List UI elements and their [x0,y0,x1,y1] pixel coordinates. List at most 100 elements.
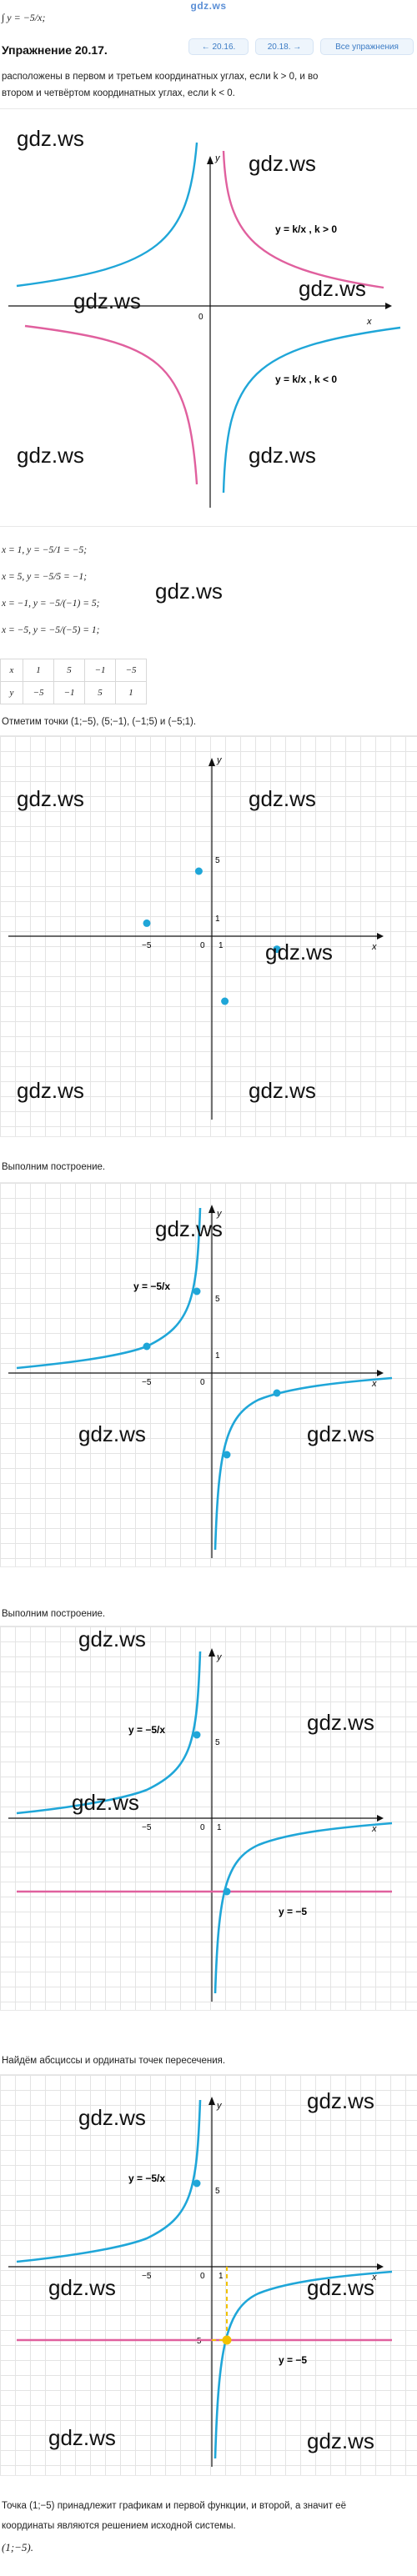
table-cell: 1 [115,681,147,704]
y-axis-arrow-icon [208,758,215,766]
watermark: gdz.ws [155,579,223,604]
watermark: gdz.ws [249,1078,316,1103]
watermark: gdz.ws [48,2275,116,2300]
table-cell: 5 [84,681,116,704]
x-axis-arrow-icon [377,1370,384,1376]
hyperbola-general-svg: x y 0 y = k/x , k > 0 y = k/x , k < 0 [8,142,401,508]
intro-line-2: втором и четвёртом координатных углах, е… [2,88,235,98]
next-exercise-button[interactable]: 20.18. → [255,38,314,55]
watermark: gdz.ws [17,786,84,811]
origin-label: 0 [200,941,205,950]
intersections-text: Найдём абсциссы и ординаты точек пересеч… [2,2056,226,2066]
watermark: gdz.ws [307,1710,374,1735]
hyperbola-branch-right [214,1376,393,1551]
answer: (1;−5). [2,2541,34,2553]
hyperbola-graph: x y −5 0 5 1 y = −5/x gdz.ws gdz.ws gdz.… [0,1182,417,1567]
hyperbola-branch-right [214,1822,393,1994]
curve-kpos-q3 [24,324,198,485]
site-logo[interactable]: gdz.ws [190,0,227,12]
axis-y-label: y [216,1209,223,1219]
curve-kneg-q2 [16,142,198,288]
tick-x-1: 1 [219,2272,224,2281]
calc-line-3: x = −1, y = −5/(−1) = 5; [2,599,100,609]
hyperbola-general-graph: x y 0 y = k/x , k > 0 y = k/x , k < 0 gd… [0,108,417,527]
point-marker [223,1451,231,1459]
point-marker [143,1342,151,1351]
intro-line-1: расположены в первом и третьем координат… [2,72,319,82]
tick-y-5: 5 [215,1738,220,1747]
values-table: x 1 5 −1 −5 y −5 −1 5 1 [0,659,147,704]
tick-y-5: 5 [215,856,220,865]
point-marker [221,997,229,1005]
x-axis-arrow-icon [377,933,384,940]
y-axis-arrow-icon [208,1648,215,1656]
watermark: gdz.ws [17,443,84,468]
tick-neg5: −5 [142,1823,152,1832]
tick-neg5: −5 [142,1378,152,1387]
axis-y-label: y [216,755,223,765]
tick-x-1: 1 [217,1823,222,1832]
point-marker [194,867,203,875]
all-exercises-button[interactable]: Все упражнения [320,38,414,55]
axis-x-label: x [371,2273,377,2283]
watermark: gdz.ws [17,1078,84,1103]
calc-line-4: x = −5, y = −5/(−5) = 1; [2,625,100,635]
tick-y-5: 5 [215,2187,220,2196]
watermark: gdz.ws [73,288,141,313]
points-svg: x y −5 0 1 5 1 [8,755,384,1120]
intersection-graph: x y −5 0 1 5 −5 y = −5/x y = −5 gdz.ws g… [0,2074,417,2476]
table-cell: −5 [23,681,54,704]
point-marker [273,1389,281,1397]
intersection-svg: x y −5 0 1 5 −5 y = −5/x y = −5 [8,2097,393,2467]
axis-y-label: y [216,2101,223,2111]
watermark: gdz.ws [17,126,84,151]
watermark: gdz.ws [48,2425,116,2450]
x-axis-arrow-icon [385,303,392,309]
axis-x-label: x [371,1824,377,1834]
intersection-point [222,2335,232,2345]
watermark: gdz.ws [249,151,316,176]
tick-y-neg5: −5 [192,2337,202,2346]
table-cell: x [0,659,23,682]
function-label: y = −5/x [128,2173,165,2184]
watermark: gdz.ws [307,2428,374,2453]
function-label: y = −5/x [128,1724,165,1736]
hyperbola-branch-left [16,1651,202,1815]
label-k-positive: y = k/x , k > 0 [275,223,337,235]
axis-x-label: x [366,317,372,327]
tick-y-1: 1 [215,1351,220,1361]
watermark: gdz.ws [249,786,316,811]
hyperbola-line-graph: x y −5 0 1 5 y = −5/x y = −5 gdz.ws gdz.… [0,1626,417,2011]
origin-label: 0 [200,2272,205,2281]
point-marker [193,2179,201,2188]
tick-neg5: −5 [142,941,152,950]
exercise-title: Упражнение 20.17. [2,43,108,57]
curve-kneg-q4 [222,326,401,494]
point-marker [143,919,151,927]
origin-label: 0 [200,1823,205,1832]
line-label: y = −5 [279,2354,307,2366]
table-cell: −1 [53,681,85,704]
points-text: Отметим точки (1;−5), (5;−1), (−1;5) и (… [2,717,197,727]
hyperbola-branch-right [214,2270,393,2459]
table-cell: 5 [53,659,85,682]
hyperbola-branch-left [16,2099,202,2263]
watermark: gdz.ws [307,2088,374,2113]
tick-neg5: −5 [142,2272,152,2281]
conclusion-line-2: координаты являются решением исходной си… [2,2521,236,2531]
origin-label: 0 [198,313,203,322]
point-marker [193,1731,201,1739]
formula-fragment: ∫ y = −5/x; [2,12,46,23]
line-label: y = −5 [279,1906,307,1917]
watermark: gdz.ws [307,2275,374,2300]
point-marker [273,945,281,954]
point-marker [193,1287,201,1296]
y-axis-arrow-icon [208,1205,215,1213]
y-axis-arrow-icon [208,2097,215,2105]
table-cell: 1 [23,659,54,682]
prev-exercise-button[interactable]: ← 20.16. [188,38,249,55]
watermark: gdz.ws [155,1216,223,1241]
conclusion-line-1: Точка (1;−5) принадлежит графикам и перв… [2,2501,346,2511]
function-label: y = −5/x [133,1280,170,1292]
watermark: gdz.ws [78,2105,146,2130]
